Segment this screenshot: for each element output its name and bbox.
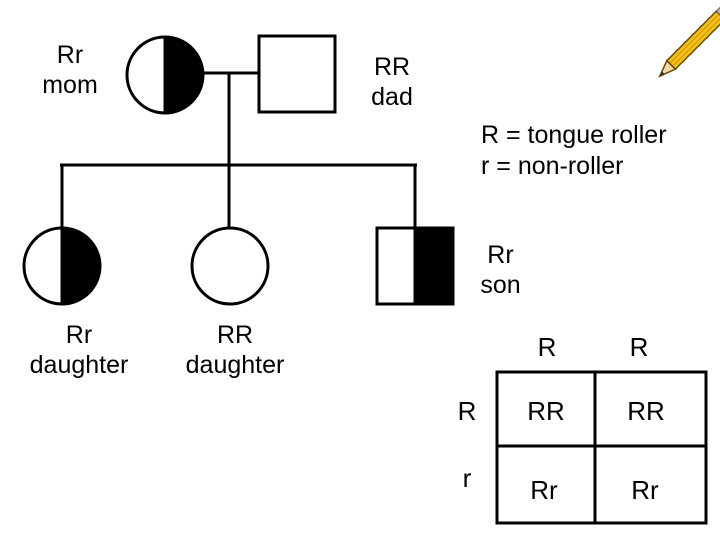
- mom-role: mom: [42, 71, 98, 99]
- daughter-1-role: daughter: [29, 351, 129, 379]
- punnett-cell-r2c2: Rr: [631, 475, 659, 505]
- punnett-cell-r1c2: RR: [627, 396, 665, 426]
- punnett-side-2: r: [462, 463, 472, 493]
- daughter-2-genotype: RR: [216, 321, 254, 349]
- son-symbol: [375, 226, 455, 306]
- mom-genotype: Rr: [56, 41, 84, 69]
- son-role: son: [480, 271, 521, 299]
- dad-label: RR dad: [352, 52, 432, 112]
- dad-symbol: [257, 34, 337, 114]
- dad-genotype: RR: [373, 53, 411, 81]
- punnett-top-2: R: [629, 332, 649, 362]
- punnett-cell-r1c1: RR: [527, 396, 565, 426]
- key-dominant: R = tongue roller: [481, 121, 667, 149]
- daughter-2-role: daughter: [185, 351, 285, 379]
- mom-label: Rr mom: [30, 40, 110, 100]
- key-recessive: r = non-roller: [481, 152, 624, 180]
- daughter-1-symbol: [22, 226, 102, 306]
- son-genotype: Rr: [487, 241, 514, 269]
- punnett-top-1: R: [537, 332, 557, 362]
- punnett-side-1: R: [457, 396, 477, 426]
- daughter-1-label: Rr daughter: [14, 320, 144, 380]
- allele-key: R = tongue roller r = non-roller: [481, 120, 667, 182]
- daughter-1-genotype: Rr: [65, 321, 93, 349]
- punnett-grid: [495, 370, 708, 525]
- punnett-cell-r2c1: Rr: [530, 475, 558, 505]
- daughter-2-symbol: [190, 226, 270, 306]
- daughter-2-label: RR daughter: [170, 320, 300, 380]
- dad-role: dad: [371, 83, 413, 111]
- son-label: Rr son: [463, 240, 538, 300]
- pencil-icon: [658, 6, 720, 78]
- mom-symbol: [125, 35, 205, 115]
